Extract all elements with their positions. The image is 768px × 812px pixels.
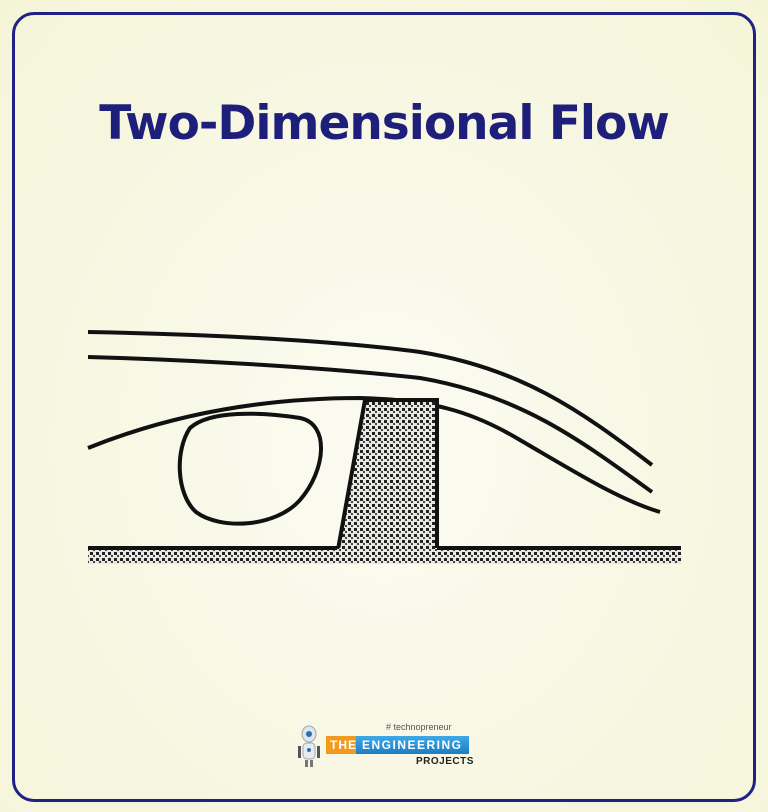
page-border [12,12,756,802]
recirculation-vortex [177,411,323,526]
logo-the: THE [326,736,361,754]
logo-engineering: ENGINEERING [356,736,469,754]
logo-projects: PROJECTS [416,756,474,767]
robot-icon [298,725,320,767]
streamline-middle [87,355,654,494]
logo-tagline: # technopreneur [386,722,452,732]
page-title: Two-Dimensional Flow [99,96,670,151]
obstacle-block [334,398,439,557]
streamline-top [87,330,654,467]
brand-logo[interactable]: # technopreneur THE ENGINEERING PROJECTS [296,722,476,772]
ground-floor [88,548,681,564]
